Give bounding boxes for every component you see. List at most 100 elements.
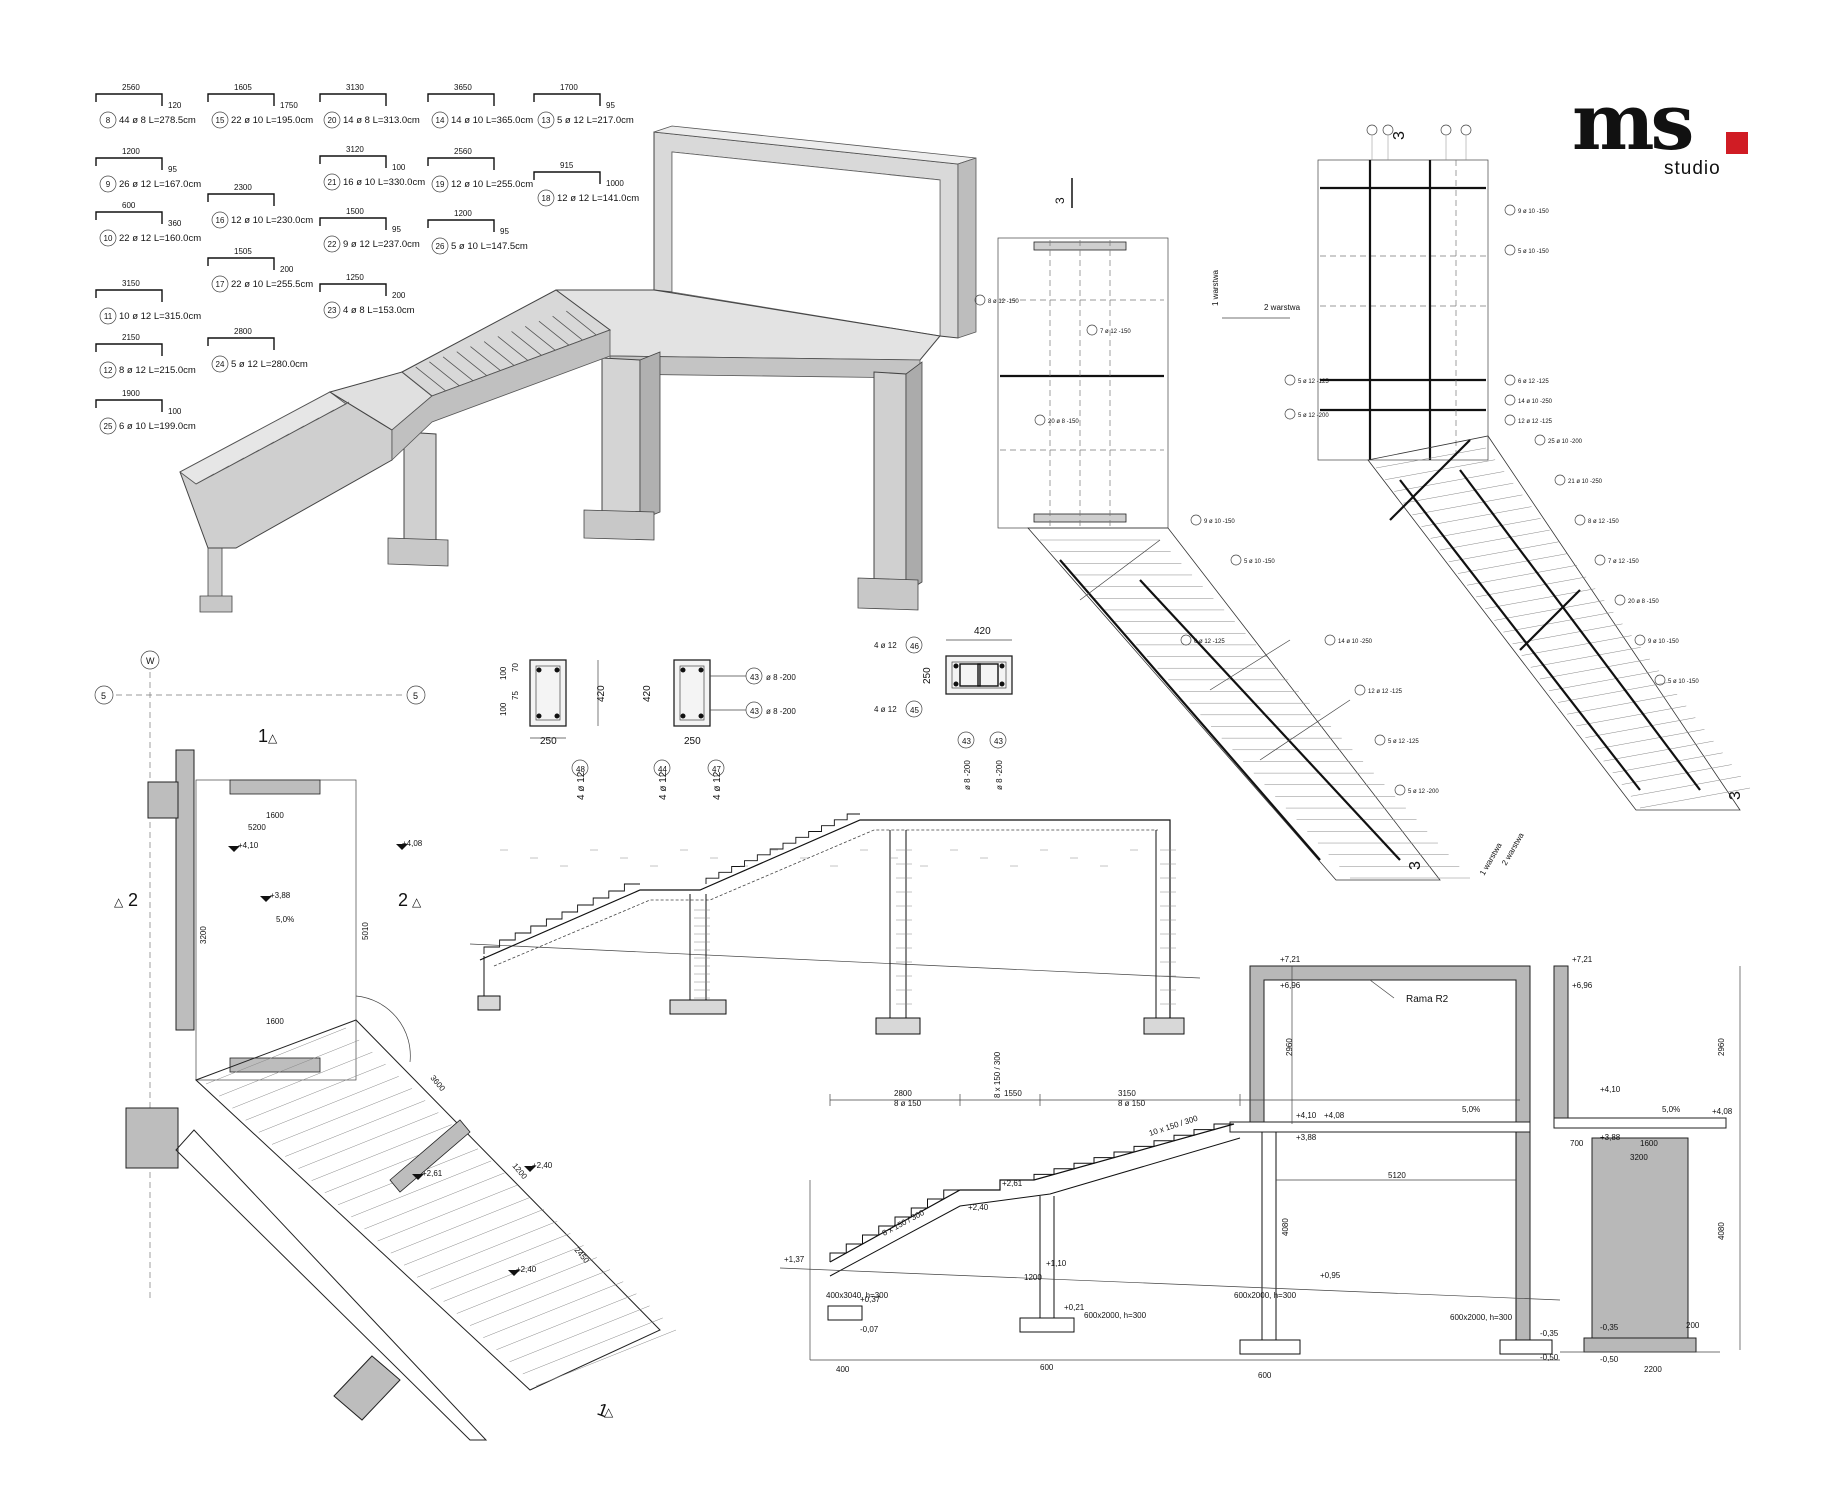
elev-dim-3150-bars: 8 ø 150: [1118, 1099, 1146, 1108]
bar-number-circle: [431, 237, 449, 255]
rebar-mark-label: 9 ø 10 -150: [1648, 639, 1679, 645]
cut-1-label-top: 1: [258, 726, 268, 746]
section3-stirrup-2: ø 8 -200: [995, 760, 1004, 790]
bar-length-label: 1200: [122, 147, 140, 156]
side-dim-4080: 4080: [1717, 1222, 1726, 1240]
drawing-annotations: +7,21 +6,96 +4,10 +4,08 +3,88 +2,61 +2,4…: [199, 811, 1733, 1380]
layer-2-label-b: 2 warstwa: [1500, 831, 1526, 867]
footing-2: 600x2000, h=300: [1084, 1311, 1147, 1320]
bar-length-label: 3650: [454, 83, 472, 92]
side-dim-200: 200: [1686, 1321, 1700, 1330]
hatch-line: [205, 1027, 347, 1085]
bar-number-circle: [211, 111, 229, 129]
plan-dim-1600a: 1600: [266, 811, 284, 820]
bar-dim-label: 200: [392, 291, 406, 300]
hatch-line: [535, 1329, 677, 1387]
rebar-mark-circle: [1180, 634, 1192, 646]
elev-level-007: -0,07: [860, 1325, 879, 1334]
stair-steps: [829, 1189, 960, 1262]
bar-shape: [427, 219, 495, 232]
section-step-lines: [829, 1123, 1234, 1262]
elev-level-410: +4,10: [1296, 1111, 1317, 1120]
bar-spec: 26 ø 12 L=167.0cm: [119, 179, 201, 190]
rebar-mark-circle: [1504, 204, 1516, 216]
bar-length-label: 600: [122, 201, 136, 210]
rebar-mark-label: 12 ø 12 -125: [1518, 419, 1553, 425]
hatch-line: [232, 1051, 373, 1109]
rebar-mark-circle: [1504, 414, 1516, 426]
elev-level-408: +4,08: [1324, 1111, 1345, 1120]
hatch-line: [1503, 611, 1614, 633]
side-level-388: +3,88: [1600, 1133, 1621, 1142]
bar-dim-label: 95: [168, 165, 177, 174]
bar-shape: [95, 211, 163, 224]
reinforcement-elevation: [469, 813, 1201, 1035]
elev-level-021: +0,21: [1064, 1303, 1085, 1312]
bar-length-label: 1505: [234, 247, 252, 256]
bar-spec: 16 ø 10 L=330.0cm: [343, 177, 425, 188]
bar-number-circle: [99, 361, 117, 379]
beam-cross-sections: 100 70 75 100 420 250 4 ø 12 48 420 250 …: [499, 626, 1013, 800]
render-step: [538, 320, 570, 346]
hatch-line: [496, 1293, 637, 1350]
section2-stirrup-num-2: 43: [750, 707, 759, 716]
hatch-line: [1567, 693, 1678, 715]
frame-r2-label: Rama R2: [1406, 994, 1449, 1005]
hatch-line: [1558, 682, 1669, 703]
svg-text:△: △: [114, 895, 124, 909]
elev-dim-2800: 2800: [894, 1089, 912, 1098]
stair-steps: [705, 813, 860, 884]
plan-dim-1200: 1200: [510, 1162, 529, 1182]
bar-shape: [95, 289, 163, 302]
rebar-mark-label: 9 ø 10 -150: [1204, 519, 1235, 525]
bar-spec: 12 ø 10 L=255.0cm: [451, 179, 533, 190]
side-slope: 5,0%: [1662, 1105, 1680, 1114]
hatch-line: [311, 1124, 452, 1181]
hatch-line: [271, 1088, 413, 1145]
elevation-dim-ticks: [500, 849, 1176, 1005]
bar-number-circle: [431, 111, 449, 129]
render-step: [511, 331, 542, 356]
hatch-line: [1548, 670, 1660, 692]
elev-level-137: +1,37: [784, 1255, 805, 1264]
layer-1-label-b: 1 warstwa: [1478, 841, 1504, 877]
rebar-mark-circle: [1284, 408, 1296, 420]
section-cut-3-label: 3: [1053, 197, 1067, 204]
bar-length-label: 2560: [454, 147, 472, 156]
bar-spec: 9 ø 12 L=237.0cm: [343, 239, 420, 250]
section3-stirrup: ø 8 -200: [963, 760, 972, 790]
rebar-mark-label: 12 ø 12 -125: [1368, 689, 1403, 695]
bar-spec: 44 ø 8 L=278.5cm: [119, 115, 196, 126]
elev-dim-600a: 600: [1040, 1363, 1054, 1372]
elev-steps-2: 8 x 150 / 300: [881, 1208, 927, 1238]
bar-number: 12: [104, 366, 113, 375]
bar-number-circle: [99, 111, 117, 129]
section1-dim-75: 75: [511, 691, 520, 700]
rebar-mark-label: 21 ø 10 -250: [1568, 479, 1603, 485]
render-step: [442, 356, 474, 382]
section1-bar-label: 4 ø 12: [576, 771, 587, 800]
bar-number-circle: [323, 301, 341, 319]
level-marker: [228, 846, 240, 852]
rebar-mark-circle: [1394, 784, 1406, 796]
section3-stirrup-num-2: 43: [994, 737, 1003, 746]
hatch-line: [390, 1196, 531, 1254]
elevation-step-lines: [483, 813, 860, 954]
bar-length-label: 1200: [454, 209, 472, 218]
hatch-line: [1421, 506, 1532, 527]
section1-height: 420: [596, 685, 607, 702]
render-step: [470, 346, 501, 371]
elev-level-095: +0,95: [1320, 1271, 1341, 1280]
bar-shape: [95, 343, 163, 356]
bar-number-circle: [99, 307, 117, 325]
bar-length-label: 3150: [122, 279, 140, 288]
hatch-line: [258, 1076, 399, 1133]
rebar-hatch-lines: [1040, 539, 1470, 879]
bar-number: 25: [104, 422, 113, 431]
